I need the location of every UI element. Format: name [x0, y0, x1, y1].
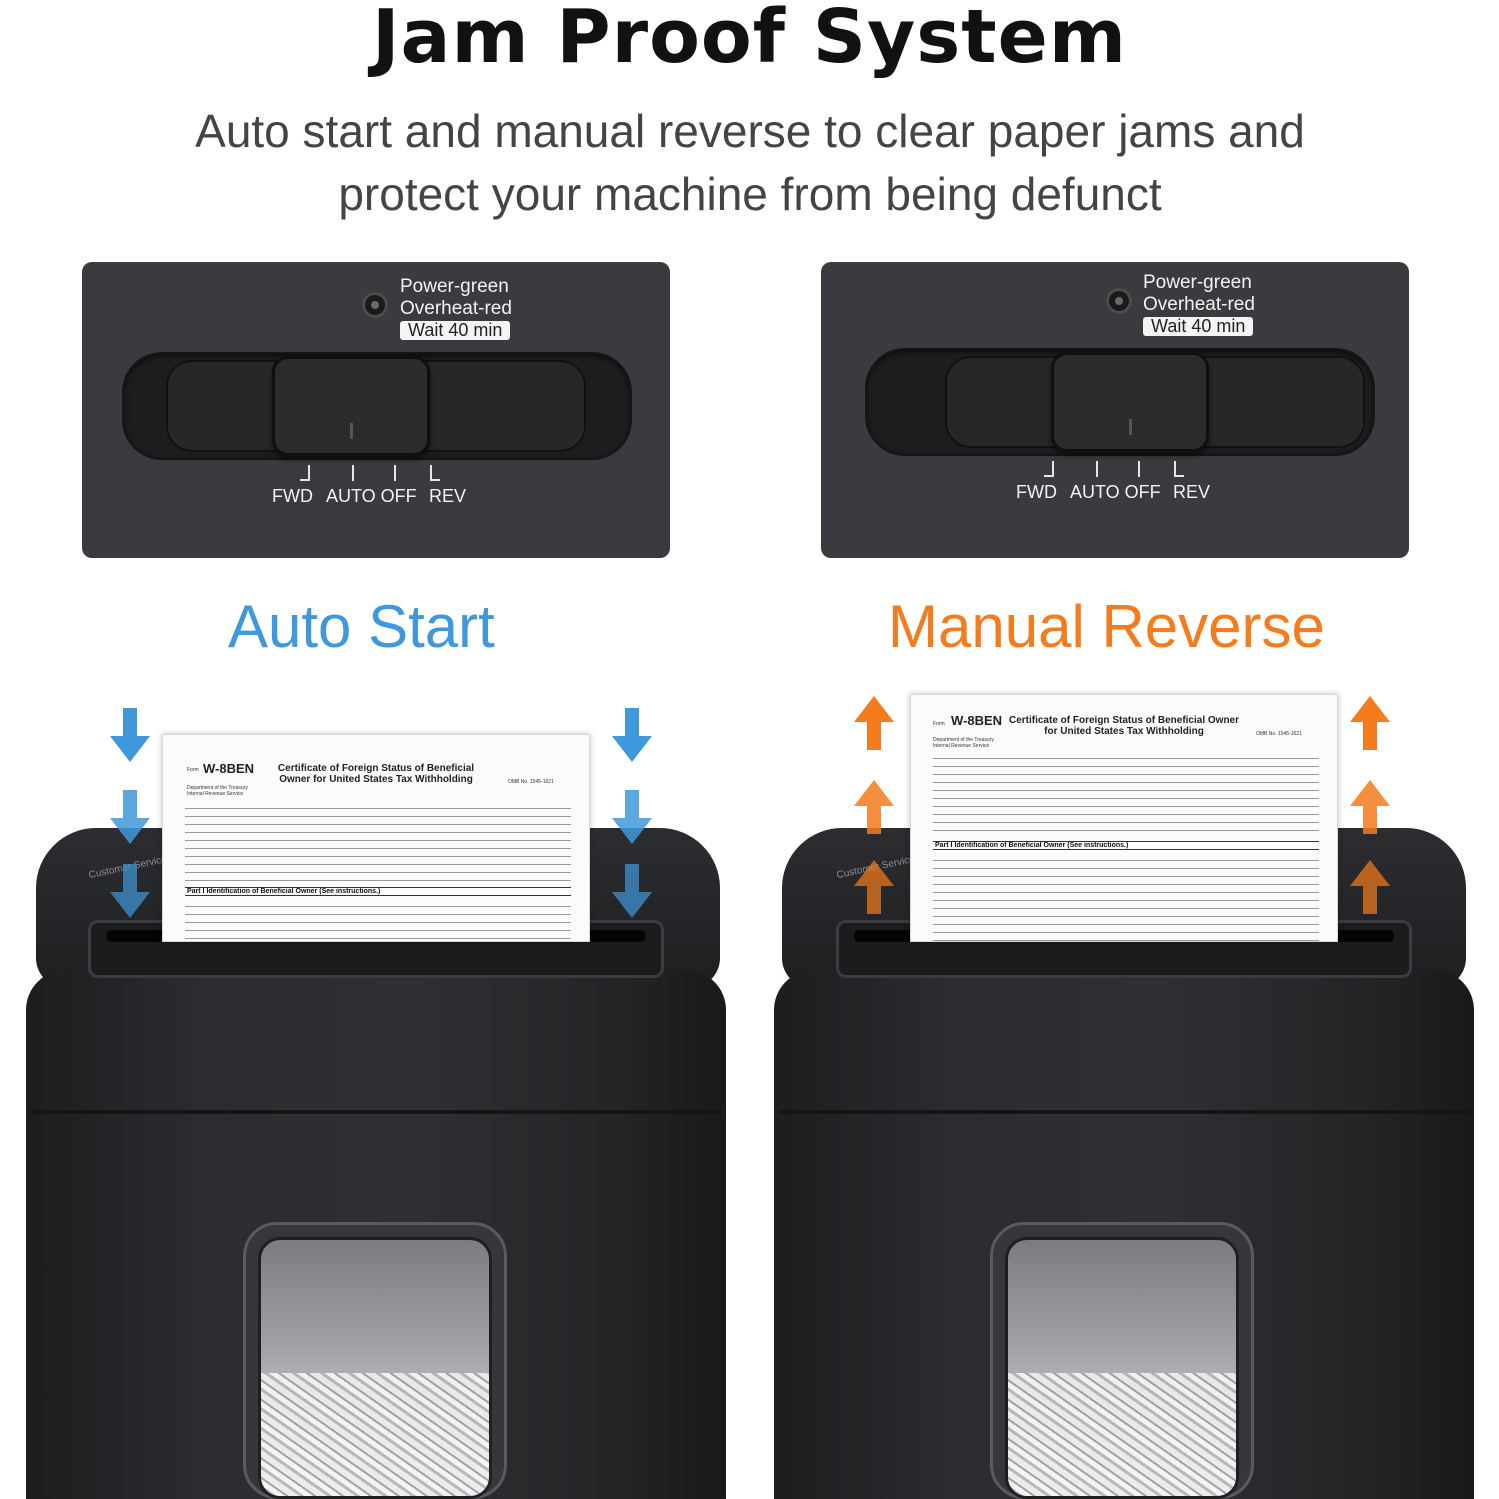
form-body-lines: [933, 855, 1319, 941]
position-label-rev: REV: [1173, 482, 1211, 502]
subtitle-line-2: protect your machine from being defunct: [338, 168, 1162, 220]
legend-overheat: Overheat-red: [400, 298, 512, 319]
bin-window-glass: [258, 1237, 492, 1499]
arrow-up-icon: [854, 780, 894, 834]
legend-power: Power-green: [1143, 272, 1252, 293]
indicator-light-icon: [1106, 288, 1132, 314]
form-part-heading: Part I Identification of Beneficial Owne…: [185, 887, 571, 896]
arrow-down-icon: [110, 864, 150, 918]
form-title: Certificate of Foreign Status of Benefic…: [1008, 715, 1240, 737]
arrow-up-icon: [854, 696, 894, 750]
bin-window-glass: [1005, 1237, 1239, 1499]
mode-label-auto-start: Auto Start: [228, 593, 495, 660]
switch-slot: [122, 352, 632, 460]
legend-overheat: Overheat-red: [1143, 294, 1255, 315]
indicator-legend: Power-green Overheat-red Wait 40 min: [400, 276, 512, 342]
arrow-down-icon: [110, 708, 150, 762]
arrow-down-icon: [110, 790, 150, 844]
form-part-heading: Part I Identification of Beneficial Owne…: [933, 841, 1319, 850]
form-id: W-8BEN: [203, 761, 255, 776]
arrow-down-icon: [612, 790, 652, 844]
page-title: Jam Proof System: [372, 0, 1127, 80]
tax-form-paper: Form W-8BEN Department of the Treasury I…: [162, 734, 590, 942]
control-panel-reverse: Power-green Overheat-red Wait 40 min FWD…: [821, 262, 1409, 558]
wait-badge: Wait 40 min: [400, 321, 511, 340]
mode-label-manual-reverse: Manual Reverse: [888, 593, 1325, 660]
bin-window: [990, 1222, 1254, 1499]
bin-window: [243, 1222, 507, 1499]
arrow-down-icon: [612, 708, 652, 762]
legend-power: Power-green: [400, 276, 509, 297]
form-title: Certificate of Foreign Status of Benefic…: [277, 763, 475, 785]
body-seam: [778, 1110, 1470, 1114]
form-id: W-8BEN: [951, 713, 1003, 728]
arrow-up-icon: [1350, 780, 1390, 834]
form-body-lines: [185, 901, 571, 941]
switch-ticks: [282, 465, 482, 483]
shredded-paper: [1008, 1373, 1236, 1496]
position-label-rev: REV: [429, 486, 467, 506]
switch-knob[interactable]: [272, 356, 430, 456]
switch-ticks: [1026, 461, 1226, 479]
shredded-paper: [261, 1373, 489, 1496]
arrow-down-icon: [612, 864, 652, 918]
wait-badge: Wait 40 min: [1143, 317, 1254, 336]
arrow-up-icon: [854, 860, 894, 914]
arrow-up-icon: [1350, 860, 1390, 914]
page-subtitle: Auto start and manual reverse to clear p…: [100, 100, 1400, 226]
indicator-light-icon: [362, 292, 388, 318]
position-label-fwd: FWD: [272, 486, 313, 506]
switch-slot: [865, 348, 1375, 456]
arrow-up-icon: [1350, 696, 1390, 750]
switch-knob[interactable]: [1051, 352, 1209, 452]
position-label-auto-off: AUTO OFF: [1070, 482, 1161, 502]
body-seam: [30, 1110, 722, 1114]
form-body-lines: [933, 753, 1319, 837]
indicator-legend: Power-green Overheat-red Wait 40 min: [1143, 272, 1255, 338]
position-label-fwd: FWD: [1016, 482, 1057, 502]
control-panel-auto: Power-green Overheat-red Wait 40 min FWD…: [82, 262, 670, 558]
tax-form-paper: Form W-8BEN Department of the Treasury I…: [910, 694, 1338, 942]
position-label-auto-off: AUTO OFF: [326, 486, 417, 506]
subtitle-line-1: Auto start and manual reverse to clear p…: [195, 105, 1305, 157]
form-body-lines: [185, 803, 571, 885]
